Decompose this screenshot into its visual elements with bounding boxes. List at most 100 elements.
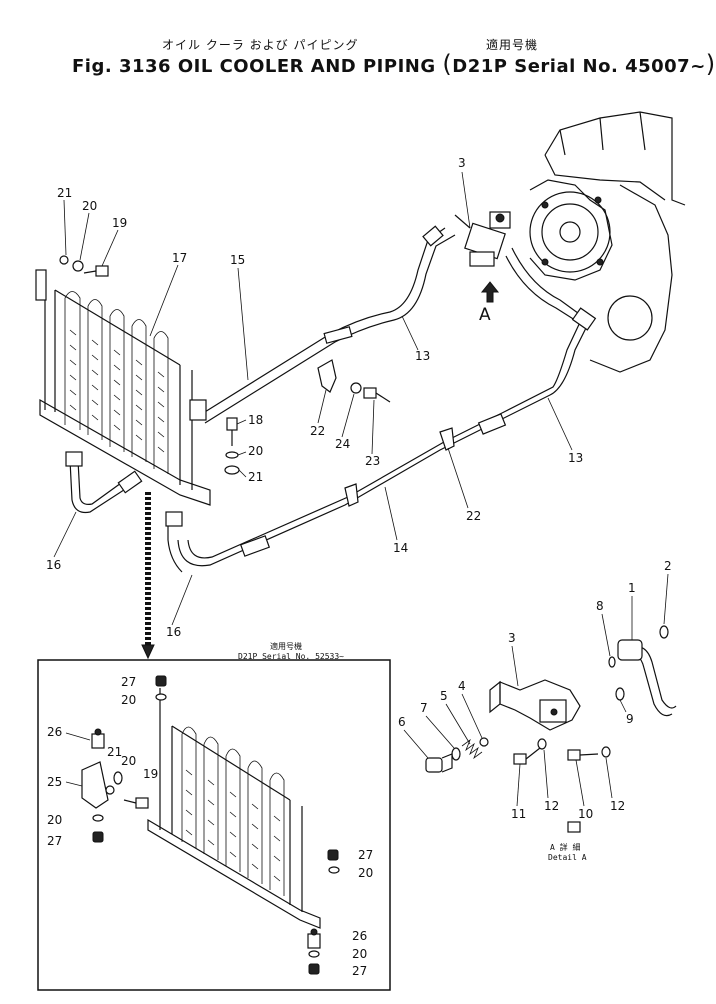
callout-22-lower: 22 [466, 509, 481, 523]
detail-callout-12-left: 12 [544, 799, 559, 813]
detail-label: Detail A [548, 853, 587, 862]
detail-callout-3: 3 [508, 631, 516, 645]
detail-jp-label: A 詳 細 [550, 842, 580, 852]
figure-title: Fig. 3136 OIL COOLER AND PIPING (D21P Se… [72, 50, 716, 78]
title-block: オイル クーラ および パイピング 適用号機 Fig. 3136 OIL COO… [0, 0, 715, 80]
callout-20: 20 [82, 199, 97, 213]
inset-callout-25: 25 [47, 775, 62, 789]
fitting-3-detail [489, 679, 581, 731]
o-ring-2 [659, 625, 669, 639]
inset-mount-26-right [307, 928, 321, 949]
bracket-close: ) [705, 50, 716, 78]
detail-callout-1: 1 [628, 581, 636, 595]
callout-14: 14 [393, 541, 408, 555]
inset-jp-applicable: 適用号機 [270, 641, 302, 651]
engine-block [529, 111, 686, 373]
washer-24 [350, 382, 362, 394]
inset-bracket-25 [81, 761, 109, 809]
clamp-22-upper [317, 359, 337, 393]
callout-19: 19 [112, 216, 127, 230]
view-a-arrow: A [479, 281, 500, 325]
inset-callout-26-left: 26 [47, 725, 62, 739]
pipe-1 [617, 639, 677, 717]
inset-callout-27-left: 27 [47, 834, 62, 848]
callout-22-upper: 22 [310, 424, 325, 438]
inset-callout-20-right: 20 [358, 866, 373, 880]
callout-16-left: 16 [46, 558, 61, 572]
inset-callout-20-left: 20 [47, 813, 62, 827]
detail-callout-4: 4 [458, 679, 466, 693]
detail-callout-7: 7 [420, 701, 428, 715]
detail-callout-5: 5 [440, 689, 448, 703]
o-ring-8 [608, 656, 616, 668]
inset-callout-20-top: 20 [121, 693, 136, 707]
inset-callout-19: 19 [143, 767, 158, 781]
washer-12-right [601, 746, 611, 758]
bolt-10 [567, 749, 599, 833]
japanese-applicable-label: 適用号機 [486, 38, 539, 52]
callout-13-upper: 13 [415, 349, 430, 363]
o-ring-9 [615, 687, 625, 701]
hose-lower [165, 247, 597, 573]
callout-18: 18 [248, 413, 263, 427]
plug-6 [425, 753, 453, 773]
detail-callout-2: 2 [664, 559, 672, 573]
inset-oil-cooler [147, 688, 321, 929]
detail-callout-9: 9 [626, 712, 634, 726]
inset-callout-27-bottom: 27 [352, 964, 367, 978]
callout-21-lower: 21 [248, 470, 263, 484]
bolt-23 [363, 387, 391, 403]
bolt-18 [226, 417, 238, 446]
washer-7 [451, 747, 461, 761]
bolt-19 [83, 265, 109, 277]
inset-nuts-and-washers [92, 675, 340, 975]
inset-callout-27-right: 27 [358, 848, 373, 862]
inset-mount-26-left [91, 728, 105, 749]
callout-16-lower: 16 [166, 625, 181, 639]
callout-20-lower: 20 [248, 444, 263, 458]
detail-callout-10: 10 [578, 807, 593, 821]
clamp-22-lower [344, 427, 455, 507]
callout-21: 21 [57, 186, 72, 200]
callout-23: 23 [365, 454, 380, 468]
detail-a: 1 2 8 3 9 4 5 7 6 11 12 10 12 A 詳 細 Deta… [398, 559, 677, 862]
hose-16-left [65, 451, 143, 514]
model-label: D21P [452, 56, 508, 77]
serial-label: Serial No. 45007~ [514, 56, 706, 77]
inset-callout-27-top: 27 [121, 675, 136, 689]
detail-callout-12-right: 12 [610, 799, 625, 813]
washer-21-lower [224, 465, 240, 475]
callout-13-lower: 13 [568, 451, 583, 465]
inset-callout-20-bottom: 20 [352, 947, 367, 961]
callout-24: 24 [335, 437, 350, 451]
inset-callout-26-right: 26 [352, 929, 367, 943]
bracket-open: ( [442, 50, 453, 78]
japanese-title: オイル クーラ および パイピング [162, 38, 359, 52]
washer-12-left [537, 738, 547, 750]
inset-serial: D21P Serial No. 52533~ [238, 652, 344, 661]
inset-callout-20-mid: 20 [121, 754, 136, 768]
washer-20-lower [225, 451, 239, 459]
figure-name: OIL COOLER AND PIPING [177, 56, 436, 77]
cooler-tubes [64, 291, 169, 474]
hose-upper [199, 225, 456, 424]
bolt-11 [513, 747, 541, 765]
main-callouts: 21 20 19 17 15 3 13 18 20 21 22 24 23 13… [46, 156, 583, 639]
inset-panel: 適用号機 D21P Serial No. 52533~ [37, 641, 391, 991]
chain-arrow [141, 492, 155, 660]
detail-callout-6: 6 [398, 715, 406, 729]
spring-5-valve [461, 737, 489, 760]
fitting-3-top [454, 211, 511, 267]
washer-20-upper [72, 260, 84, 272]
view-a-label: A [479, 305, 491, 325]
washer-21-upper [59, 255, 69, 265]
detail-callout-8: 8 [596, 599, 604, 613]
callout-15: 15 [230, 253, 245, 267]
callout-17: 17 [172, 251, 187, 265]
detail-callout-11: 11 [511, 807, 526, 821]
oil-cooler-main [35, 269, 211, 506]
figure-number: Fig. 3136 [72, 56, 172, 77]
inset-callout-21: 21 [107, 745, 122, 759]
callout-3: 3 [458, 156, 466, 170]
parts-diagram: A [35, 111, 686, 991]
